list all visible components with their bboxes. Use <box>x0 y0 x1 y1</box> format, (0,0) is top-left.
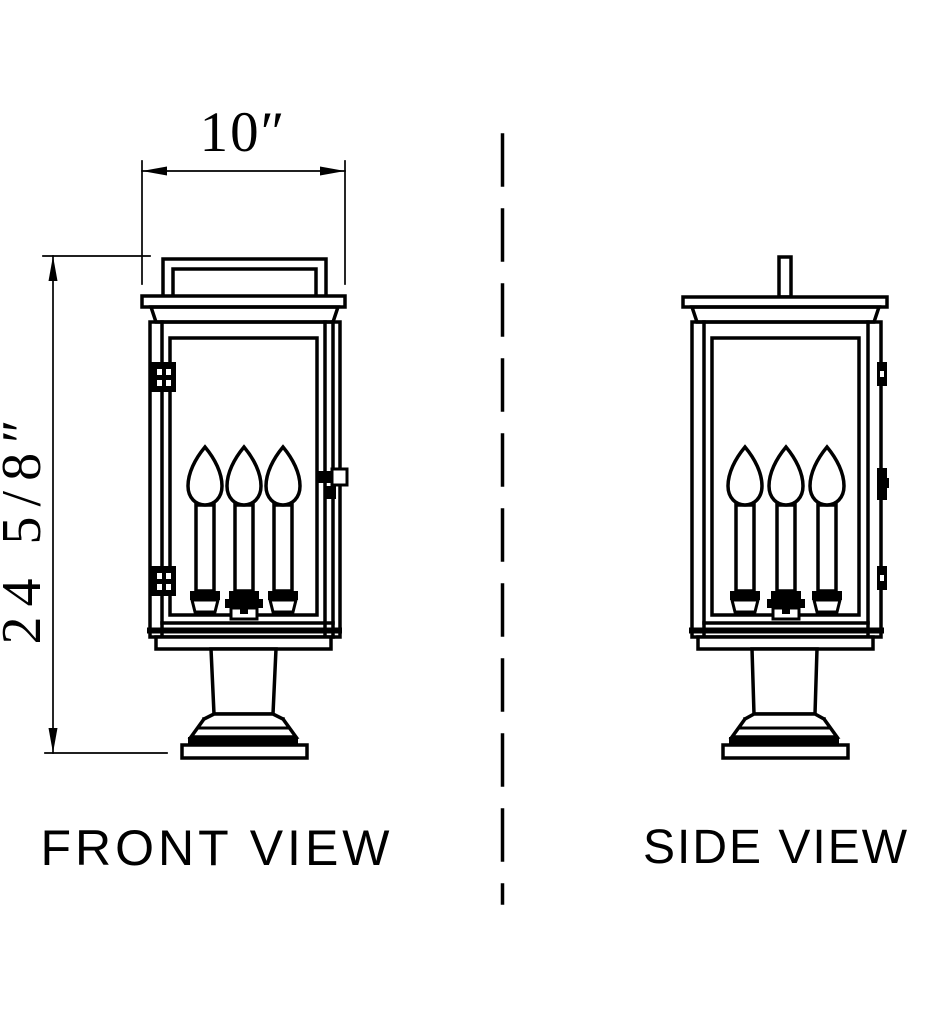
side-hinge-tab-bottom <box>877 566 887 590</box>
width-dimension-label: 10″ <box>199 101 287 164</box>
side-pedestal-flare <box>728 712 841 739</box>
front-candle-center <box>225 444 263 621</box>
width-dimension-lines <box>141 160 346 285</box>
dim-arrow-left <box>142 166 167 176</box>
side-bottom-plate <box>696 635 875 651</box>
front-view-drawing <box>140 257 349 760</box>
side-latch-tab <box>877 468 889 500</box>
side-candle-center <box>767 444 805 621</box>
front-pedestal-column <box>209 647 278 716</box>
side-pedestal-column <box>750 647 819 716</box>
front-view-label: FRONT VIEW <box>40 820 394 876</box>
front-handle-outer <box>161 257 328 298</box>
front-pedestal-flare <box>187 712 300 739</box>
front-handle-inner <box>171 267 318 298</box>
front-hinge-bottom <box>151 566 176 596</box>
dim-arrow-right <box>320 166 345 176</box>
side-hinge-tab-top <box>877 362 887 386</box>
front-candle-left <box>186 444 224 614</box>
side-candle-left <box>726 444 764 614</box>
height-dimension-label: 24 5/8″ <box>0 409 53 645</box>
side-view-drawing <box>681 255 889 760</box>
dim-arrow-bottom <box>48 728 58 753</box>
height-dimension-lines <box>42 255 168 754</box>
side-handle-stub <box>777 255 793 299</box>
side-candle-right <box>808 444 846 614</box>
front-base-plate <box>180 743 309 760</box>
front-bottom-plate <box>154 635 333 651</box>
front-door-latch <box>318 467 349 499</box>
front-hinge-top <box>151 362 176 392</box>
dim-arrow-top <box>48 256 58 281</box>
side-view-label: SIDE VIEW <box>642 821 910 874</box>
front-cornice <box>148 305 341 324</box>
side-base-plate <box>721 743 850 760</box>
side-cornice <box>689 305 882 324</box>
front-candle-right <box>264 444 302 614</box>
